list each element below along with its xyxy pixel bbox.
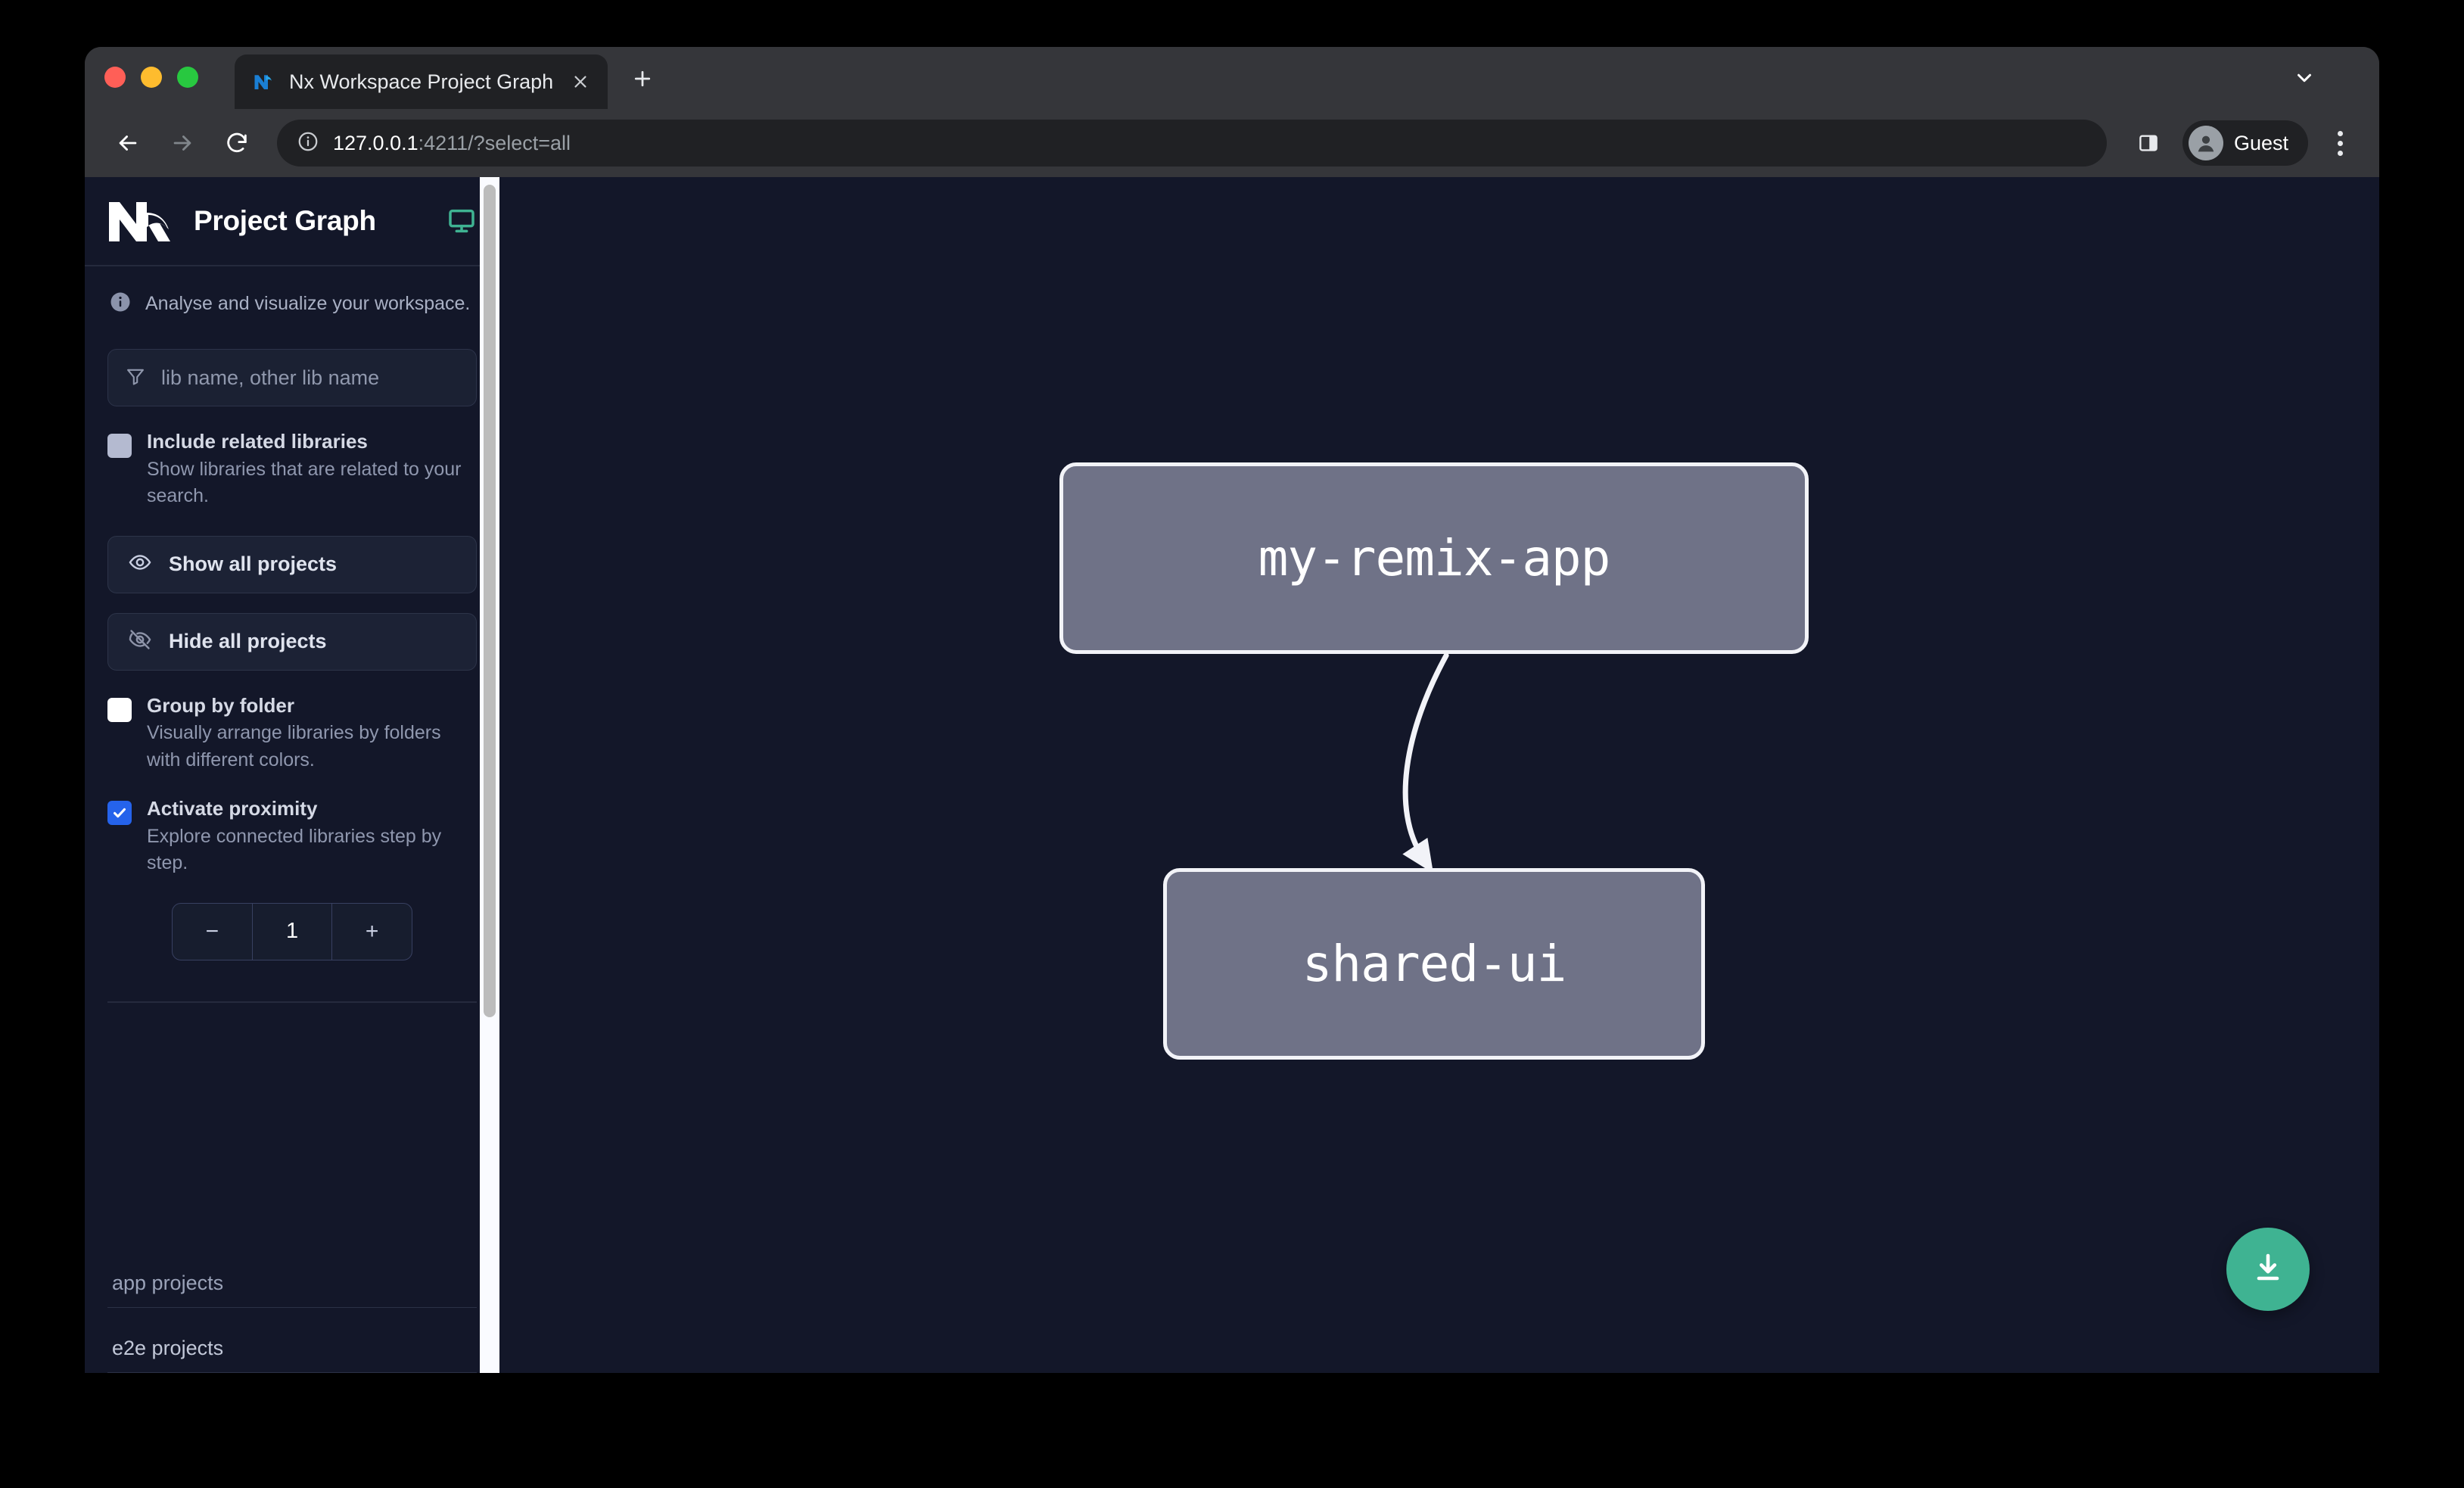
checkbox-include-related-libraries[interactable]: Include related libraries Show libraries… (107, 429, 477, 510)
nx-favicon-icon (253, 70, 275, 93)
graph-node-shared-ui[interactable]: shared-ui (1163, 868, 1705, 1060)
download-graph-button[interactable] (2226, 1228, 2310, 1311)
arrow-right-icon[interactable] (159, 120, 206, 167)
proximity-decrement-button[interactable]: − (205, 918, 219, 944)
profile-button[interactable]: Guest (2182, 120, 2308, 166)
checkbox-description: Explore connected libraries step by step… (147, 825, 442, 874)
window-traffic-lights (104, 47, 198, 109)
project-sections: app projects e2e projects (85, 1243, 499, 1373)
checkbox-label: Activate proximity (147, 797, 318, 820)
reload-icon[interactable] (213, 120, 260, 167)
url-text: 127.0.0.1:4211/?select=all (333, 132, 571, 155)
tab-strip: Nx Workspace Project Graph (85, 47, 2379, 109)
chevron-down-icon[interactable] (2288, 62, 2320, 94)
tagline-text: Analyse and visualize your workspace. (145, 293, 471, 314)
section-e2e-projects[interactable]: e2e projects (107, 1308, 477, 1373)
nx-logo-icon (107, 199, 171, 243)
search-placeholder: lib name, other lib name (161, 366, 380, 389)
sidebar-scrollbar-thumb[interactable] (484, 185, 496, 1017)
checkbox-label: Group by folder (147, 693, 294, 717)
kebab-menu-icon[interactable] (2320, 121, 2360, 165)
checkbox-description: Visually arrange libraries by folders wi… (147, 722, 441, 770)
tagline: Analyse and visualize your workspace. (85, 266, 499, 331)
browser-window: Nx Workspace Project Graph (85, 47, 2379, 1373)
checkbox-description: Show libraries that are related to your … (147, 458, 462, 507)
sidebar-controls: lib name, other lib name Include related… (85, 331, 499, 1243)
arrow-left-icon[interactable] (104, 120, 151, 167)
address-bar[interactable]: 127.0.0.1:4211/?select=all (277, 120, 2107, 167)
proximity-value: 1 (251, 903, 333, 960)
download-icon (2250, 1250, 2286, 1290)
graph-edge-my-remix-app-to-shared-ui (1402, 652, 1449, 873)
checkbox-box[interactable] (107, 697, 132, 722)
close-window-button[interactable] (104, 67, 126, 88)
checkbox-box[interactable] (107, 801, 132, 825)
sidebar: Project Graph Analyse and visual (85, 177, 499, 1373)
filter-funnel-icon (125, 366, 146, 391)
sidebar-scrollbar[interactable] (480, 177, 499, 1373)
url-path: :4211/?select=all (418, 131, 571, 154)
checkbox-group-by-folder[interactable]: Group by folder Visually arrange librari… (107, 693, 477, 774)
profile-name: Guest (2233, 131, 2288, 154)
hide-all-projects-label: Hide all projects (169, 630, 327, 652)
search-input[interactable]: lib name, other lib name (107, 349, 477, 406)
person-icon (2188, 126, 2223, 160)
checkbox-label: Include related libraries (147, 430, 368, 453)
info-circle-icon (109, 291, 132, 317)
project-graph-canvas[interactable]: my-remix-app shared-ui (499, 177, 2379, 1373)
browser-tab[interactable]: Nx Workspace Project Graph (235, 54, 608, 109)
tab-title: Nx Workspace Project Graph (289, 70, 554, 93)
graph-edges (1402, 652, 1449, 873)
maximize-window-button[interactable] (177, 67, 198, 88)
side-panel-icon[interactable] (2126, 121, 2170, 165)
hide-all-projects-button[interactable]: Hide all projects (107, 612, 477, 671)
eye-slash-icon (128, 627, 152, 655)
show-all-projects-button[interactable]: Show all projects (107, 535, 477, 593)
checkbox-activate-proximity[interactable]: Activate proximity Explore connected lib… (107, 796, 477, 877)
graph-node-my-remix-app[interactable]: my-remix-app (1059, 462, 1809, 654)
proximity-stepper: − 1 + (172, 902, 412, 960)
checkbox-box[interactable] (107, 434, 132, 458)
monitor-icon[interactable] (446, 206, 477, 236)
section-app-projects[interactable]: app projects (107, 1243, 477, 1308)
close-icon[interactable] (567, 68, 594, 95)
proximity-increment-button[interactable]: + (365, 918, 379, 944)
sidebar-header: Project Graph (85, 177, 499, 266)
browser-toolbar: 127.0.0.1:4211/?select=all Guest (85, 109, 2379, 177)
new-tab-button[interactable] (624, 61, 661, 97)
info-circle-icon[interactable] (297, 130, 319, 157)
show-all-projects-label: Show all projects (169, 553, 338, 575)
sidebar-divider (107, 1001, 477, 1003)
url-host: 127.0.0.1 (333, 131, 418, 154)
eye-icon (128, 550, 152, 578)
minimize-window-button[interactable] (141, 67, 162, 88)
page-title: Project Graph (194, 205, 376, 236)
page-content: Project Graph Analyse and visual (85, 177, 2379, 1373)
